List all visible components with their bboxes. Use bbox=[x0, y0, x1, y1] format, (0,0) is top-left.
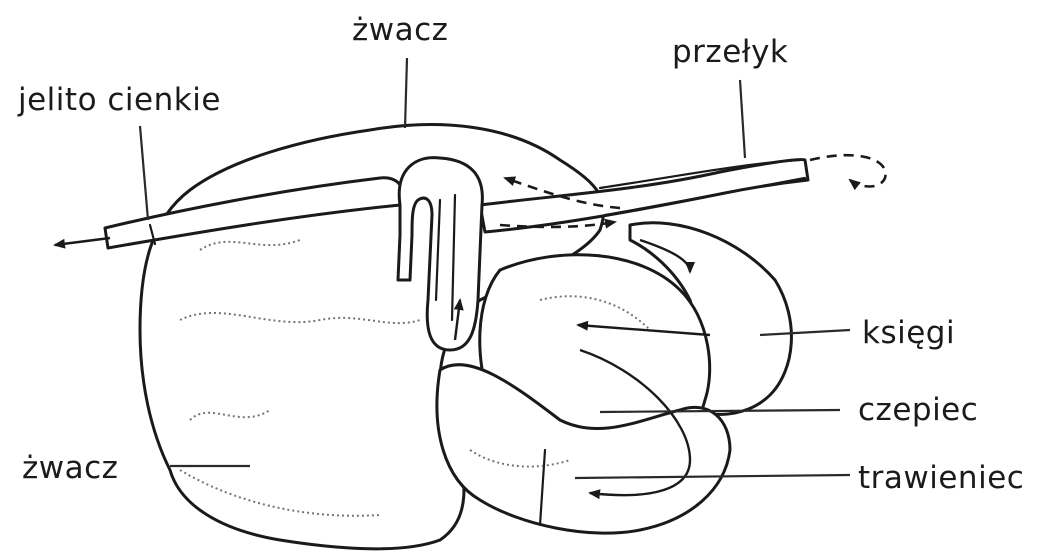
label-trawieniec: trawieniec bbox=[858, 460, 1024, 496]
label-zwacz-left: żwacz bbox=[22, 450, 118, 486]
label-czepiec: czepiec bbox=[858, 392, 978, 428]
label-jelito-cienkie: jelito cienkie bbox=[17, 82, 221, 118]
label-ksiegi: księgi bbox=[862, 315, 955, 351]
label-zwacz-top: żwacz bbox=[352, 12, 448, 48]
label-przelyk: przełyk bbox=[672, 34, 788, 70]
